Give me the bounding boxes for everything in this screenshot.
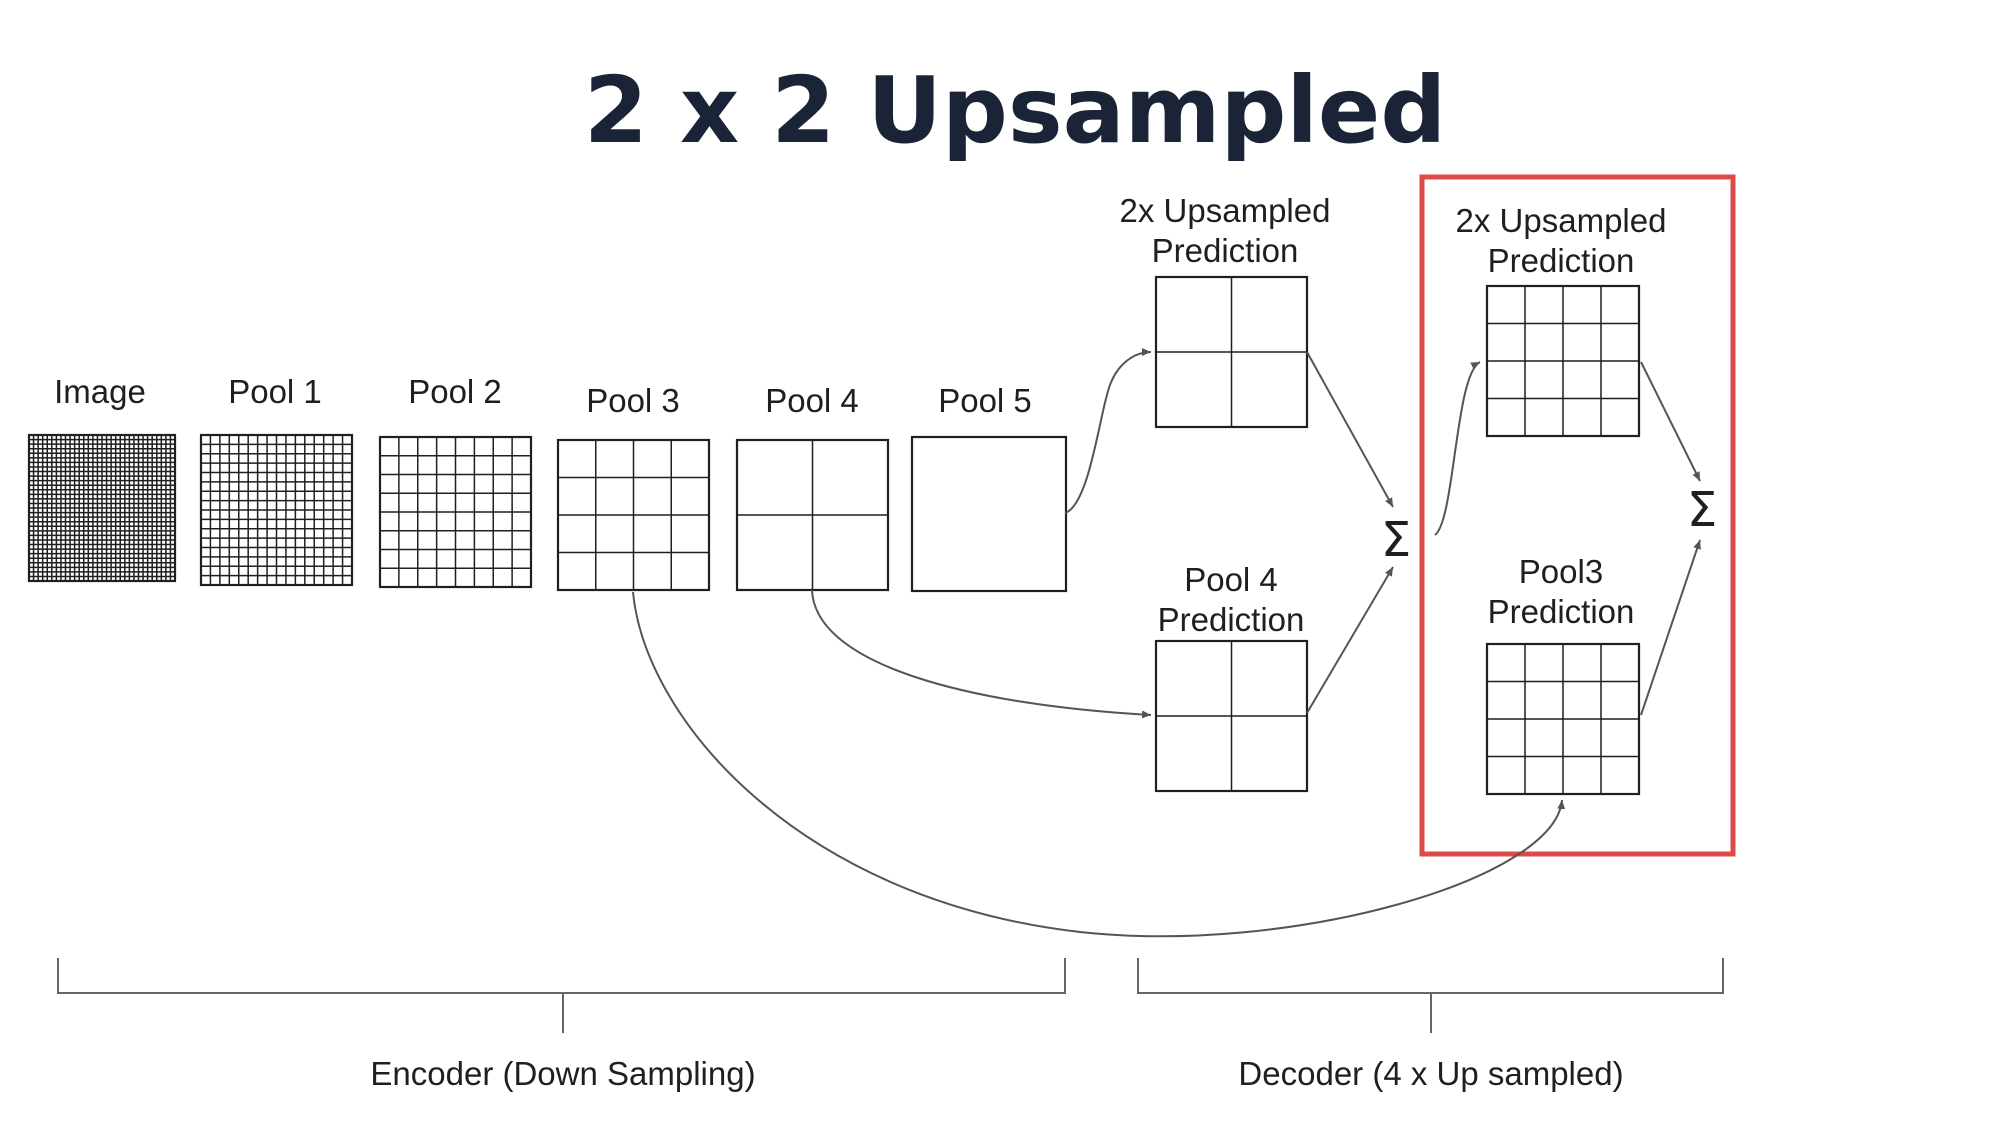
arrow-sum-to-hl-upsampled <box>1434 361 1481 536</box>
arrow-pool5-to-upsampled <box>1064 348 1152 514</box>
pool-3-grid <box>556 438 711 592</box>
label-pool3-prediction-line2: Prediction <box>1488 593 1635 630</box>
label-pool4-prediction-line2: Prediction <box>1158 601 1305 638</box>
label-pool-4: Pool 4 <box>765 382 859 419</box>
grid-frame <box>27 433 177 583</box>
arrow-upsampled-to-sum <box>1306 351 1394 508</box>
grid-frame <box>1154 639 1309 793</box>
grid-frame <box>1485 642 1641 796</box>
label-hl-2x-upsampled-line1: 2x Upsampled <box>1456 202 1667 239</box>
arrow-pool4pred-to-sum <box>1306 566 1394 714</box>
label-pool-3: Pool 3 <box>586 382 680 419</box>
pool3-prediction-grid <box>1485 642 1641 796</box>
label-hl-2x-upsampled-line2: Prediction <box>1488 242 1635 279</box>
label-2x-upsampled-line2: Prediction <box>1152 232 1299 269</box>
label-pool3-prediction-line1: Pool3 <box>1519 553 1603 590</box>
label-image: Image <box>54 373 146 410</box>
arrow-pool3-to-pool3-prediction <box>632 591 1566 938</box>
image-grid <box>27 433 177 583</box>
label-pool-1: Pool 1 <box>228 373 322 410</box>
label-pool-2: Pool 2 <box>408 373 502 410</box>
decoder-bracket-label: Decoder (4 x Up sampled) <box>1238 1055 1623 1092</box>
pool-5-grid <box>910 435 1068 593</box>
pool4-prediction-grid <box>1154 639 1309 793</box>
grid-frame <box>199 433 354 587</box>
pool-2-grid <box>378 435 533 589</box>
label-pool-5: Pool 5 <box>938 382 1032 419</box>
grid-frame <box>378 435 533 589</box>
pool-1-grid <box>199 433 354 587</box>
decoder-bracket <box>1137 958 1724 1033</box>
highlight-box <box>1419 174 1736 857</box>
arrow-pool4-to-pool4-prediction <box>811 589 1152 719</box>
arrow-pool3pred-to-sum <box>1640 539 1701 716</box>
upsampled-2x-prediction-grid <box>1154 275 1309 429</box>
sum-symbol-2: Σ <box>1687 482 1717 538</box>
grid-frame <box>556 438 711 592</box>
hl-upsampled-2x-prediction-grid <box>1485 284 1641 438</box>
label-2x-upsampled-line1: 2x Upsampled <box>1120 192 1331 229</box>
label-pool4-prediction-line1: Pool 4 <box>1184 561 1278 598</box>
arrow-hl-upsampled-to-sum <box>1640 361 1701 482</box>
grid-frame <box>910 435 1068 593</box>
page-title: 2 x 2 Upsampled <box>584 57 1446 164</box>
encoder-bracket <box>57 958 1066 1033</box>
pool-4-grid <box>735 438 890 592</box>
encoder-bracket-label: Encoder (Down Sampling) <box>370 1055 755 1092</box>
sum-symbol-1: Σ <box>1381 512 1411 568</box>
grid-frame <box>1485 284 1641 438</box>
